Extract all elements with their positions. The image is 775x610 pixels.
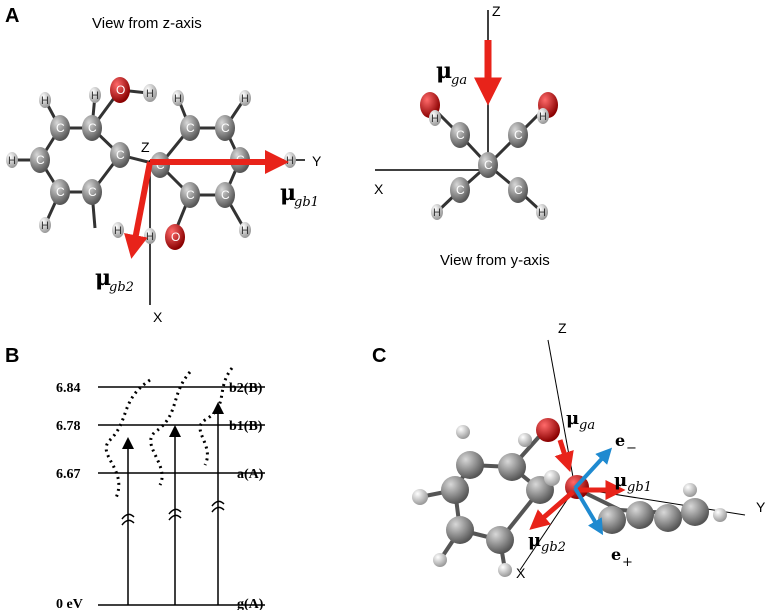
level-state-g: g(A) [237, 597, 264, 610]
view-y-label: View from y-axis [440, 252, 550, 269]
mu-gb2-arrow-c [529, 490, 575, 530]
e-minus-arrow [573, 447, 613, 490]
svg-text:C: C [484, 158, 493, 172]
mu-ga-subscript: ga [451, 73, 467, 88]
level-state-b2: b2(B) [229, 381, 263, 396]
axis-y-label-c: Y [756, 499, 766, 515]
svg-text:H: H [8, 155, 16, 167]
axis-x-label-right: X [374, 181, 384, 197]
svg-text:O: O [171, 230, 180, 244]
svg-text:C: C [56, 121, 65, 135]
svg-text:C: C [116, 148, 125, 162]
svg-text:C: C [514, 128, 523, 142]
panel-c: C Z Y X [372, 320, 766, 581]
svg-text:H: H [433, 207, 441, 219]
svg-text:H: H [91, 90, 99, 102]
svg-text:C: C [456, 128, 465, 142]
svg-text:C: C [221, 121, 230, 135]
svg-text:H: H [539, 111, 547, 123]
mu-ga-arrow-c [554, 439, 574, 473]
mu-gb1-subscript: gb1 [294, 195, 319, 210]
break-marks [121, 500, 225, 526]
atoms-y-view: H H C C C C C H H [420, 92, 558, 220]
excitation-arrows [122, 402, 224, 605]
svg-text:H: H [41, 95, 49, 107]
level-state-a: a(A) [237, 467, 264, 482]
svg-text:H: H [538, 207, 546, 219]
svg-text:H: H [114, 225, 122, 237]
energy-level-lines [98, 386, 265, 606]
axis-x-label-left: X [153, 309, 163, 325]
hydrogens-z-view: H H H H H H H H H H [6, 87, 296, 244]
svg-text:C: C [88, 185, 97, 199]
e-plus-symbol: e [611, 545, 621, 564]
panel-a-label: A [5, 5, 19, 27]
svg-text:C: C [514, 183, 523, 197]
svg-text:C: C [88, 121, 97, 135]
panel-a: A View from z-axis View from y-axis Z Y [5, 3, 558, 325]
svg-text:C: C [56, 185, 65, 199]
mu-gb1-subscript-c: gb1 [627, 480, 652, 495]
level-state-b1: b1(B) [229, 419, 263, 434]
mu-gb1-symbol-c: μ [614, 470, 627, 491]
mu-ga-symbol: μ [436, 58, 452, 84]
axis-z-label-left: Z [141, 139, 150, 155]
svg-text:C: C [456, 183, 465, 197]
svg-text:H: H [146, 88, 154, 100]
mu-gb2-subscript-c: gb2 [541, 540, 566, 555]
e-minus-subscript: − [626, 441, 637, 456]
e-minus-symbol: e [615, 431, 625, 450]
level-energy-a: 6.67 [56, 467, 81, 482]
svg-text:C: C [186, 121, 195, 135]
mu-gb2-symbol: μ [95, 265, 111, 291]
level-energy-b1: 6.78 [56, 419, 81, 434]
axis-x-label-c: X [516, 565, 526, 581]
ring-left-carbons: C C C C C C [30, 115, 130, 205]
mu-ga-symbol-c: μ [566, 408, 579, 429]
axis-y-label-left: Y [312, 153, 322, 169]
mu-gb1-symbol: μ [280, 180, 296, 206]
e-plus-arrow [573, 486, 604, 536]
dotted-wave-curves [104, 367, 234, 501]
svg-text:H: H [146, 231, 154, 243]
molecule-3d-atoms [412, 418, 727, 577]
panel-c-label: C [372, 345, 386, 367]
mu-gb2-subscript: gb2 [109, 280, 134, 295]
mu-ga-subscript-c: ga [579, 418, 595, 433]
e-plus-subscript: + [622, 555, 633, 570]
svg-text:O: O [116, 83, 125, 97]
svg-text:C: C [36, 153, 45, 167]
mu-gb2-symbol-c: μ [528, 530, 541, 551]
svg-text:C: C [186, 188, 195, 202]
svg-text:H: H [241, 93, 249, 105]
svg-text:H: H [241, 225, 249, 237]
mu-gb2-arrow [124, 161, 153, 259]
svg-text:C: C [221, 188, 230, 202]
view-z-label: View from z-axis [92, 15, 202, 32]
axis-z-label-right: Z [492, 3, 501, 19]
panel-b-label: B [5, 345, 19, 367]
svg-text:H: H [41, 220, 49, 232]
svg-text:H: H [174, 93, 182, 105]
level-energy-g: 0 eV [56, 597, 83, 610]
svg-text:H: H [286, 155, 294, 167]
axis-z-label-c: Z [558, 320, 567, 336]
level-energy-b2: 6.84 [56, 381, 81, 396]
panel-b: B 6.84 6.78 6.67 0 eV b2(B) b1(B) a(A) g… [5, 345, 265, 610]
svg-text:H: H [431, 113, 439, 125]
